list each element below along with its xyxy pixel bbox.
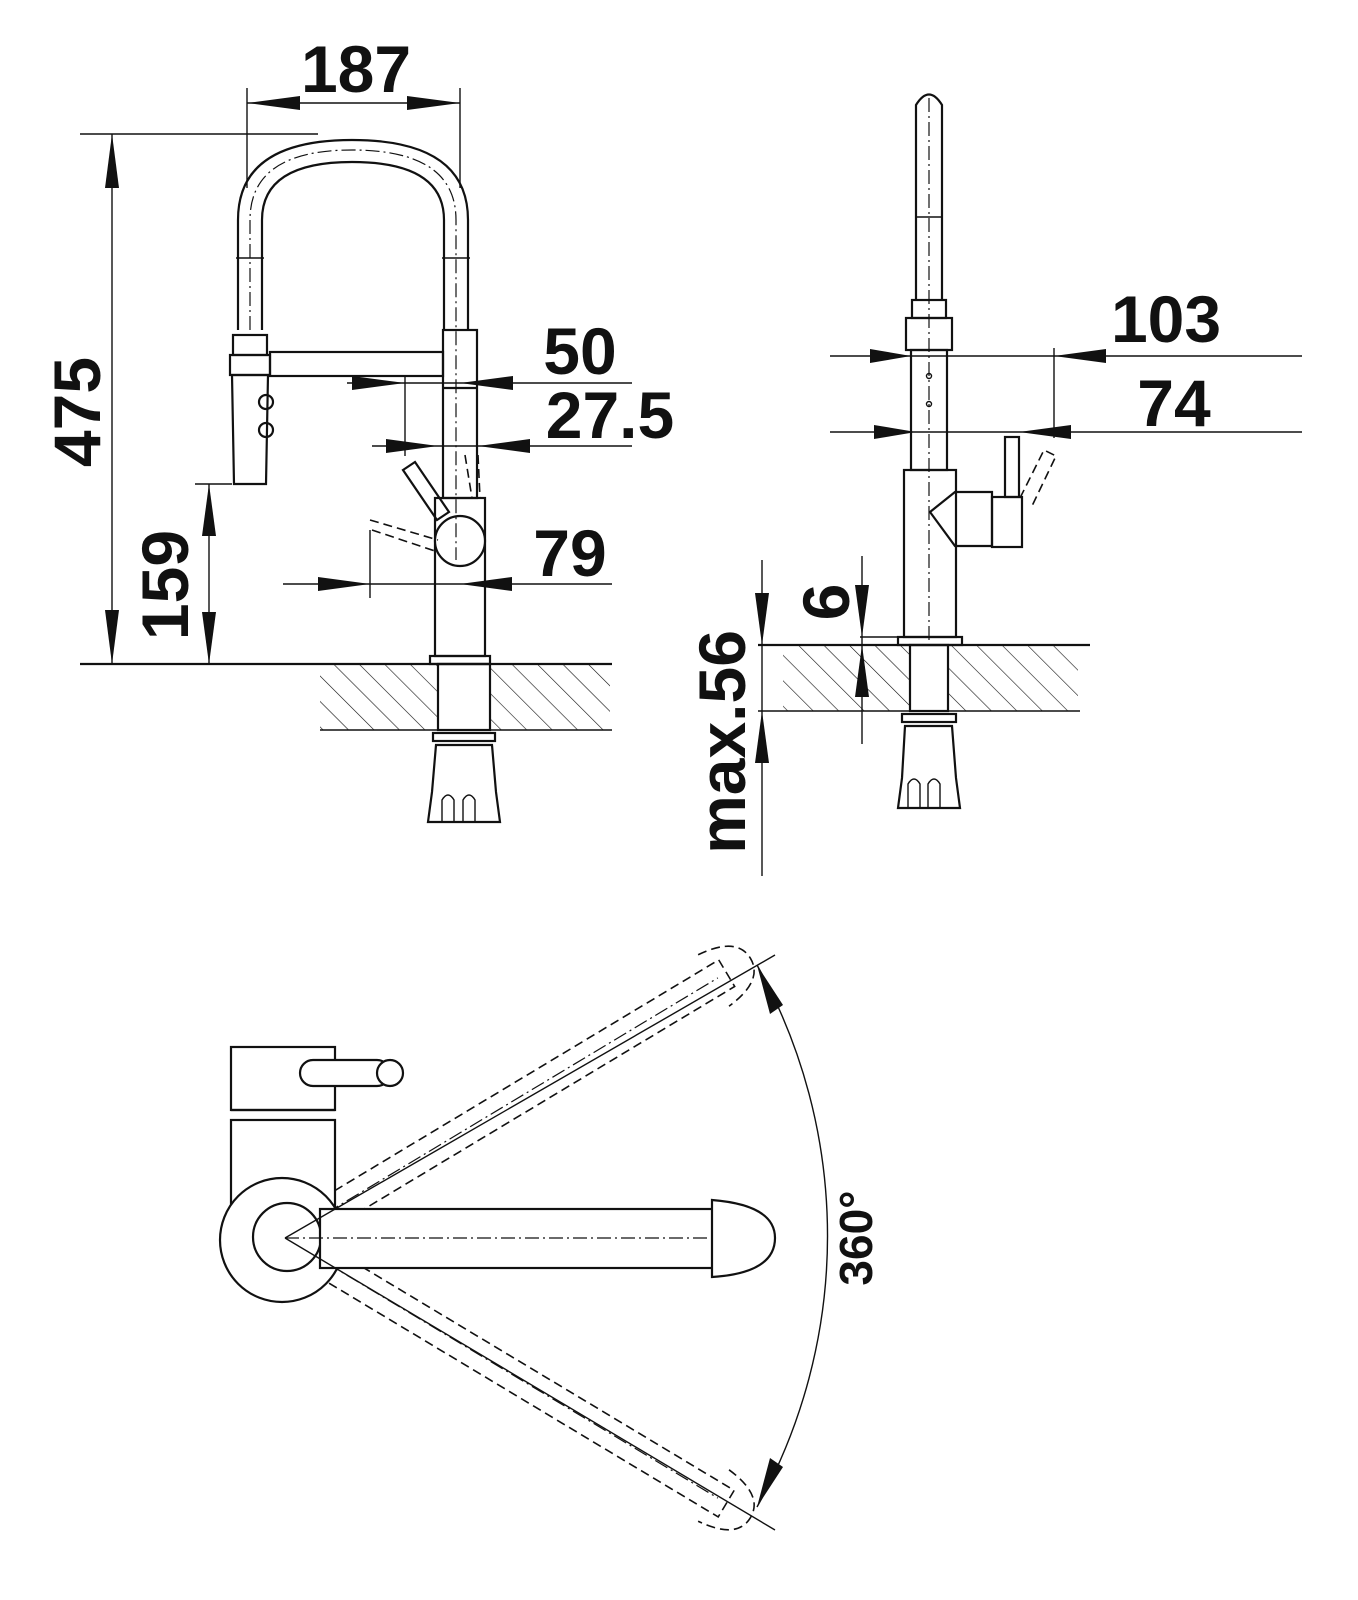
dim-79: 79 <box>533 516 606 590</box>
dim-103: 103 <box>1111 282 1221 356</box>
side-dot-2 <box>925 400 933 408</box>
countertop-hatch-right <box>490 664 610 730</box>
dim-27-5: 27.5 <box>546 378 674 452</box>
dim-arc-360 <box>756 964 829 1508</box>
lever-alt-position-2 <box>464 454 481 499</box>
lever-alt-position <box>369 519 439 553</box>
holder-arm <box>268 350 445 378</box>
side-nut-grips <box>907 778 941 808</box>
top-view: 360° <box>218 945 882 1531</box>
side-shank <box>908 643 950 713</box>
spray-head <box>230 373 270 486</box>
spray-button-2 <box>257 421 275 439</box>
side-lever-hub <box>928 490 994 548</box>
side-body <box>902 468 958 639</box>
side-countertop-hatch-right <box>948 645 1078 711</box>
mounting-nut <box>426 743 502 824</box>
dim-6: 6 <box>789 584 863 621</box>
dim-475: 475 <box>40 357 114 467</box>
spray-ring <box>228 353 272 377</box>
lever-hub <box>433 514 487 568</box>
ext-360-lower <box>284 1237 776 1531</box>
side-countertop-hatch-left <box>783 645 910 711</box>
nut-grips <box>441 794 476 822</box>
dim-360: 360° <box>830 1190 882 1285</box>
front-view: 187 475 159 50 27.5 79 <box>40 32 674 824</box>
side-mounting-nut <box>896 724 962 810</box>
countertop-hatch-left <box>320 664 438 730</box>
side-lever-handle <box>1003 435 1021 499</box>
dim-50: 50 <box>543 314 616 388</box>
side-spray-head <box>914 93 944 300</box>
side-shank-nut <box>900 712 958 724</box>
spout-centerline <box>249 149 457 560</box>
base-ring <box>428 654 492 666</box>
dim-159: 159 <box>128 530 202 640</box>
spray-collar <box>231 333 269 357</box>
side-lever-cap <box>990 495 1024 549</box>
dim-187: 187 <box>301 32 411 106</box>
ext-360-upper <box>284 954 776 1239</box>
top-spray-head <box>710 1198 777 1279</box>
dim-74: 74 <box>1137 366 1211 440</box>
side-view: 103 74 max.56 6 <box>685 93 1302 876</box>
spray-button-1 <box>257 393 275 411</box>
side-lever-alt <box>1019 448 1058 507</box>
shank <box>436 662 492 732</box>
spring-arc <box>236 138 470 330</box>
spout-alt-lower-end <box>697 1469 755 1531</box>
spout-alt-upper-end <box>697 945 755 1007</box>
shank-nut <box>431 731 497 743</box>
lever-handle <box>401 460 451 522</box>
dim-max-56: max.56 <box>685 630 759 854</box>
side-base-ring <box>896 635 964 647</box>
side-dot-1 <box>925 372 933 380</box>
column <box>441 328 479 500</box>
top-lever-end <box>375 1058 405 1088</box>
